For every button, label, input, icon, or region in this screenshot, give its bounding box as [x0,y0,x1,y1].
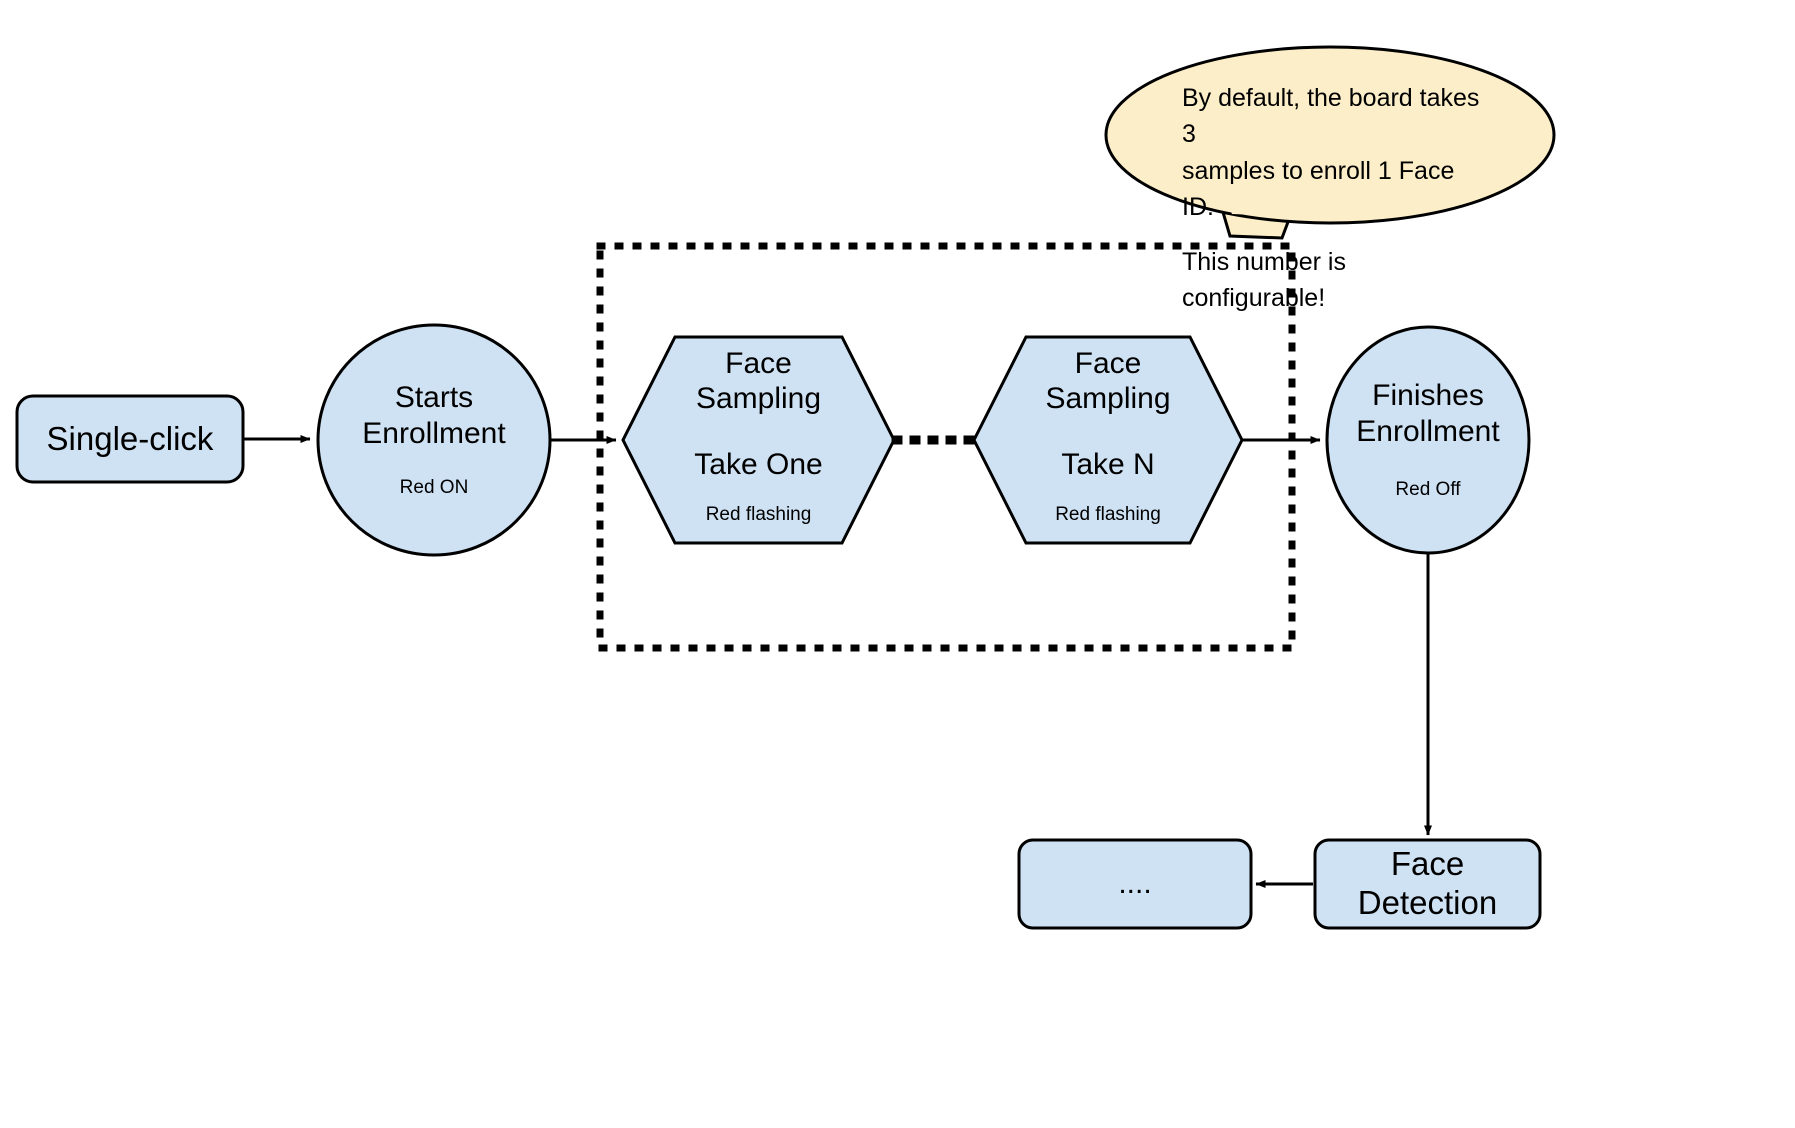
node-face-sampling-n-shape[interactable] [972,335,1244,545]
node-ellipsis-shape[interactable] [1017,838,1253,930]
node-starts-enrollment-shape[interactable] [316,323,552,557]
node-face-detection-shape[interactable] [1313,838,1542,930]
callout-tail-cover [1222,190,1295,216]
node-face-sampling-one-shape[interactable] [621,335,896,545]
node-single-click-shape[interactable] [15,394,245,484]
node-finishes-enrollment-shape[interactable] [1325,325,1531,555]
callout-bubble [1104,45,1556,225]
sampling-group-box [596,242,1296,652]
